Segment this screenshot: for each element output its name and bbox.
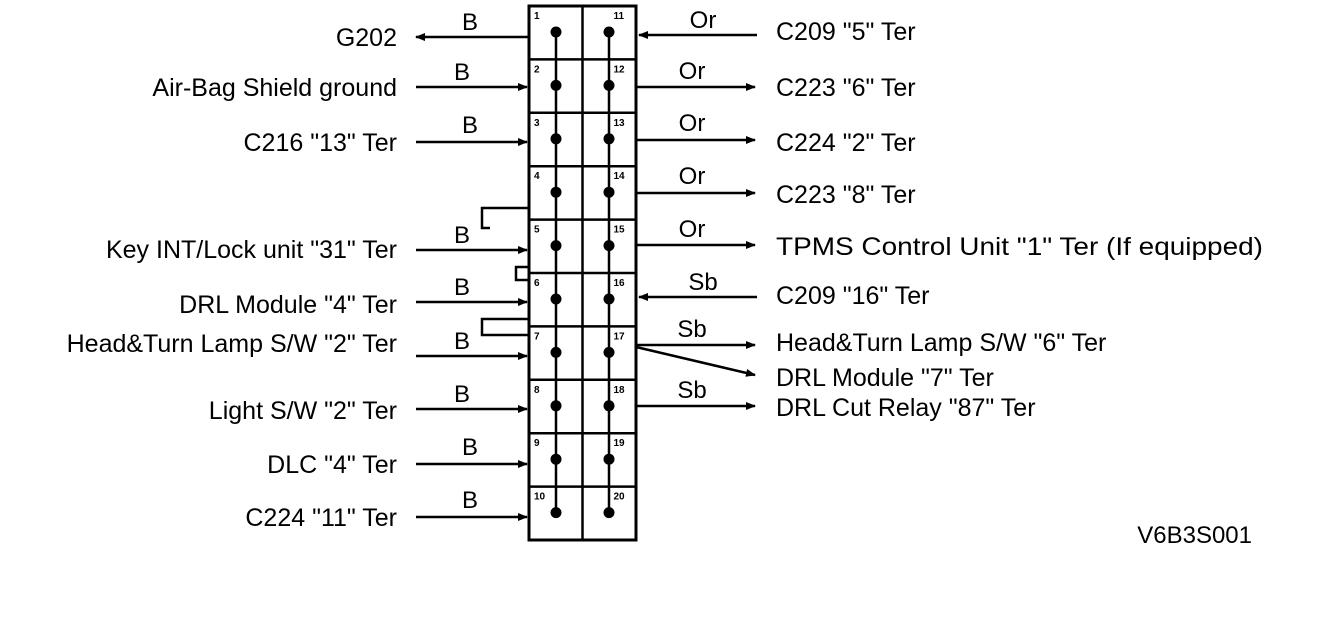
pin-dot xyxy=(550,400,562,412)
wire-color-pin-3: B xyxy=(462,112,478,139)
label-c223-6: C223 "6" Ter xyxy=(776,74,916,102)
pin-number: 16 xyxy=(614,278,626,289)
pin-dot xyxy=(550,79,562,91)
pin-dot xyxy=(603,186,615,198)
wire-color-pin-13: Or xyxy=(679,110,706,137)
pin-number: 1 xyxy=(534,11,540,22)
wire-color-pin-5: B xyxy=(454,222,470,249)
pin-dot xyxy=(603,240,615,252)
label-airbag-shield-ground: Air-Bag Shield ground xyxy=(152,74,397,102)
pin-number: 20 xyxy=(614,492,626,503)
pin-dot xyxy=(550,346,562,358)
label-head-turn-lamp-6: Head&Turn Lamp S/W "6" Ter xyxy=(776,329,1106,357)
pin-number: 17 xyxy=(614,331,626,342)
pin-dot xyxy=(603,507,615,519)
jumper-bracket-7 xyxy=(480,317,529,337)
pin-dot xyxy=(603,133,615,145)
wire-color-pin-11: Or xyxy=(690,7,717,34)
pin-number: 15 xyxy=(614,225,626,236)
label-drl-module-4: DRL Module "4" Ter xyxy=(179,291,397,319)
connector-row-lines xyxy=(529,58,636,488)
pin-number: 3 xyxy=(534,118,540,129)
pin-number: 5 xyxy=(534,225,540,236)
pin-dot xyxy=(550,293,562,305)
wire-color-pin-12: Or xyxy=(679,58,706,85)
wire-color-pin-8: B xyxy=(454,381,470,408)
pin-dot xyxy=(603,293,615,305)
wire-color-pin-6: B xyxy=(454,274,470,301)
pin-dot xyxy=(550,133,562,145)
pin-number: 12 xyxy=(614,64,626,75)
label-c216-13: C216 "13" Ter xyxy=(244,129,398,157)
label-light-sw-2: Light S/W "2" Ter xyxy=(209,397,397,425)
pin-number: 13 xyxy=(614,118,626,129)
label-drl-module-7: DRL Module "7" Ter xyxy=(776,364,994,392)
label-c209-5: C209 "5" Ter xyxy=(776,18,916,46)
pin-dot xyxy=(550,186,562,198)
jumper-brackets xyxy=(480,206,529,337)
label-c224-11: C224 "11" Ter xyxy=(245,504,397,532)
pin-number: 9 xyxy=(534,438,540,449)
pin-dot xyxy=(603,79,615,91)
pin-dot xyxy=(550,453,562,465)
pin-number: 6 xyxy=(534,278,540,289)
wire-color-pin-17: Sb xyxy=(677,316,706,343)
pin-number: 14 xyxy=(614,171,626,182)
pin-dot xyxy=(603,453,615,465)
pin-number: 19 xyxy=(614,438,626,449)
pin-number: 4 xyxy=(534,171,540,182)
pin-dots xyxy=(550,26,615,519)
pin-number: 2 xyxy=(534,64,540,75)
wire-color-pin-10: B xyxy=(462,487,478,514)
pin-number: 11 xyxy=(614,11,625,22)
wire-color-pin-9: B xyxy=(462,434,478,461)
pin-dot xyxy=(603,346,615,358)
pin-dot xyxy=(603,26,615,38)
pin-dot xyxy=(550,26,562,38)
wire-color-pin-18: Sb xyxy=(677,377,706,404)
label-c209-16: C209 "16" Ter xyxy=(776,282,930,310)
label-c224-2: C224 "2" Ter xyxy=(776,129,916,157)
pin-dot xyxy=(550,240,562,252)
figure-code: V6B3S001 xyxy=(1137,522,1252,549)
wire-color-pin-15: Or xyxy=(679,216,706,243)
label-dlc-4: DLC "4" Ter xyxy=(267,451,397,479)
label-head-turn-lamp-2: Head&Turn Lamp S/W "2" Ter xyxy=(67,330,397,358)
right-leads: Or C209 "5" Ter Or C223 "6" Ter Or C224 … xyxy=(635,7,1263,422)
wire-color-pin-7: B xyxy=(454,328,470,355)
pin-number: 8 xyxy=(534,385,540,396)
wire-color-pin-16: Sb xyxy=(688,269,717,296)
label-g202: G202 xyxy=(336,24,397,52)
wire-color-pin-1: B xyxy=(462,9,478,36)
label-key-int-lock-31: Key INT/Lock unit "31" Ter xyxy=(106,236,397,264)
jumper-bracket-6 xyxy=(514,265,529,282)
pin-dot xyxy=(603,400,615,412)
label-drl-cut-relay-87: DRL Cut Relay "87" Ter xyxy=(776,394,1036,422)
lead-pin-17-b xyxy=(635,345,756,377)
label-c223-8: C223 "8" Ter xyxy=(776,181,916,209)
left-leads: B G202 B Air-Bag Shield ground B C216 "1… xyxy=(67,9,529,532)
pin-number: 10 xyxy=(534,492,546,503)
wire-color-pin-14: Or xyxy=(679,163,706,190)
pin-dot xyxy=(550,507,562,519)
pin-number: 18 xyxy=(614,385,626,396)
pin-number: 7 xyxy=(534,331,540,342)
label-tpms-control-unit-1: TPMS Control Unit "1" Ter (If equipped) xyxy=(776,233,1263,261)
jumper-bracket-5 xyxy=(480,206,529,230)
wire-color-pin-2: B xyxy=(454,59,470,86)
